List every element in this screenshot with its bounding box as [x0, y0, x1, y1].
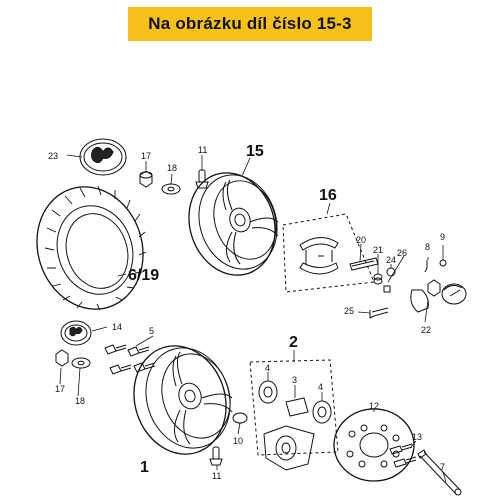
washer-10-drawing	[232, 412, 248, 424]
callout-24: 24	[386, 255, 396, 265]
callout-5: 5	[149, 326, 154, 336]
callout-17-top: 17	[141, 151, 151, 161]
callout-8: 8	[425, 242, 430, 252]
callout-17-lower: 17	[55, 384, 65, 394]
part-number-banner: Na obrázku díl číslo 15-3	[128, 7, 372, 41]
tire-drawing	[36, 185, 147, 311]
callout-16: 16	[319, 187, 337, 204]
callout-12: 12	[369, 401, 379, 411]
front-wheel-1-drawing	[133, 345, 233, 455]
hub-cap-23-drawing	[79, 138, 127, 176]
callout-7: 7	[440, 462, 445, 472]
nut-washer-lower-drawing	[55, 349, 91, 369]
bearing-kit-box-drawing	[249, 359, 339, 456]
callout-22: 22	[421, 325, 431, 335]
callout-23: 23	[48, 151, 58, 161]
leader-lines	[59, 154, 447, 483]
callout-3: 3	[292, 375, 297, 385]
callout-labels: 23 17 18 11 15 16 6/19 20 21 24 26 8 9 2…	[48, 143, 445, 481]
brake-disc-12-drawing	[333, 408, 415, 482]
banner-text: Na obrázku díl číslo 15-3	[148, 14, 352, 33]
brake-shoe-box-drawing	[282, 213, 375, 293]
callout-10: 10	[233, 436, 243, 446]
bolts-5-drawing	[104, 344, 156, 375]
callout-4-left: 4	[265, 363, 270, 373]
callout-11-top: 11	[198, 145, 207, 155]
callout-14: 14	[112, 322, 122, 332]
callout-11-lower: 11	[212, 471, 221, 481]
callout-18-lower: 18	[75, 396, 85, 406]
callout-18-top: 18	[167, 163, 177, 173]
axle-7-drawing	[417, 449, 462, 496]
valve-lower-drawing	[209, 446, 223, 466]
callout-6-19: 6/19	[128, 267, 159, 284]
callout-25: 25	[344, 306, 354, 316]
callout-20: 20	[356, 235, 366, 245]
callout-21: 21	[373, 245, 383, 255]
callout-9: 9	[440, 232, 445, 242]
callout-15: 15	[246, 143, 264, 160]
callout-1: 1	[140, 459, 149, 476]
callout-26: 26	[397, 248, 407, 258]
rear-wheel-15-drawing	[188, 172, 279, 276]
callout-13: 13	[412, 432, 422, 442]
callout-4-right: 4	[318, 382, 323, 392]
nut-washer-top-drawing	[139, 170, 181, 195]
hub-flange-drawing	[263, 425, 315, 471]
hub-cap-14-drawing	[60, 320, 92, 346]
callout-2: 2	[289, 334, 298, 351]
